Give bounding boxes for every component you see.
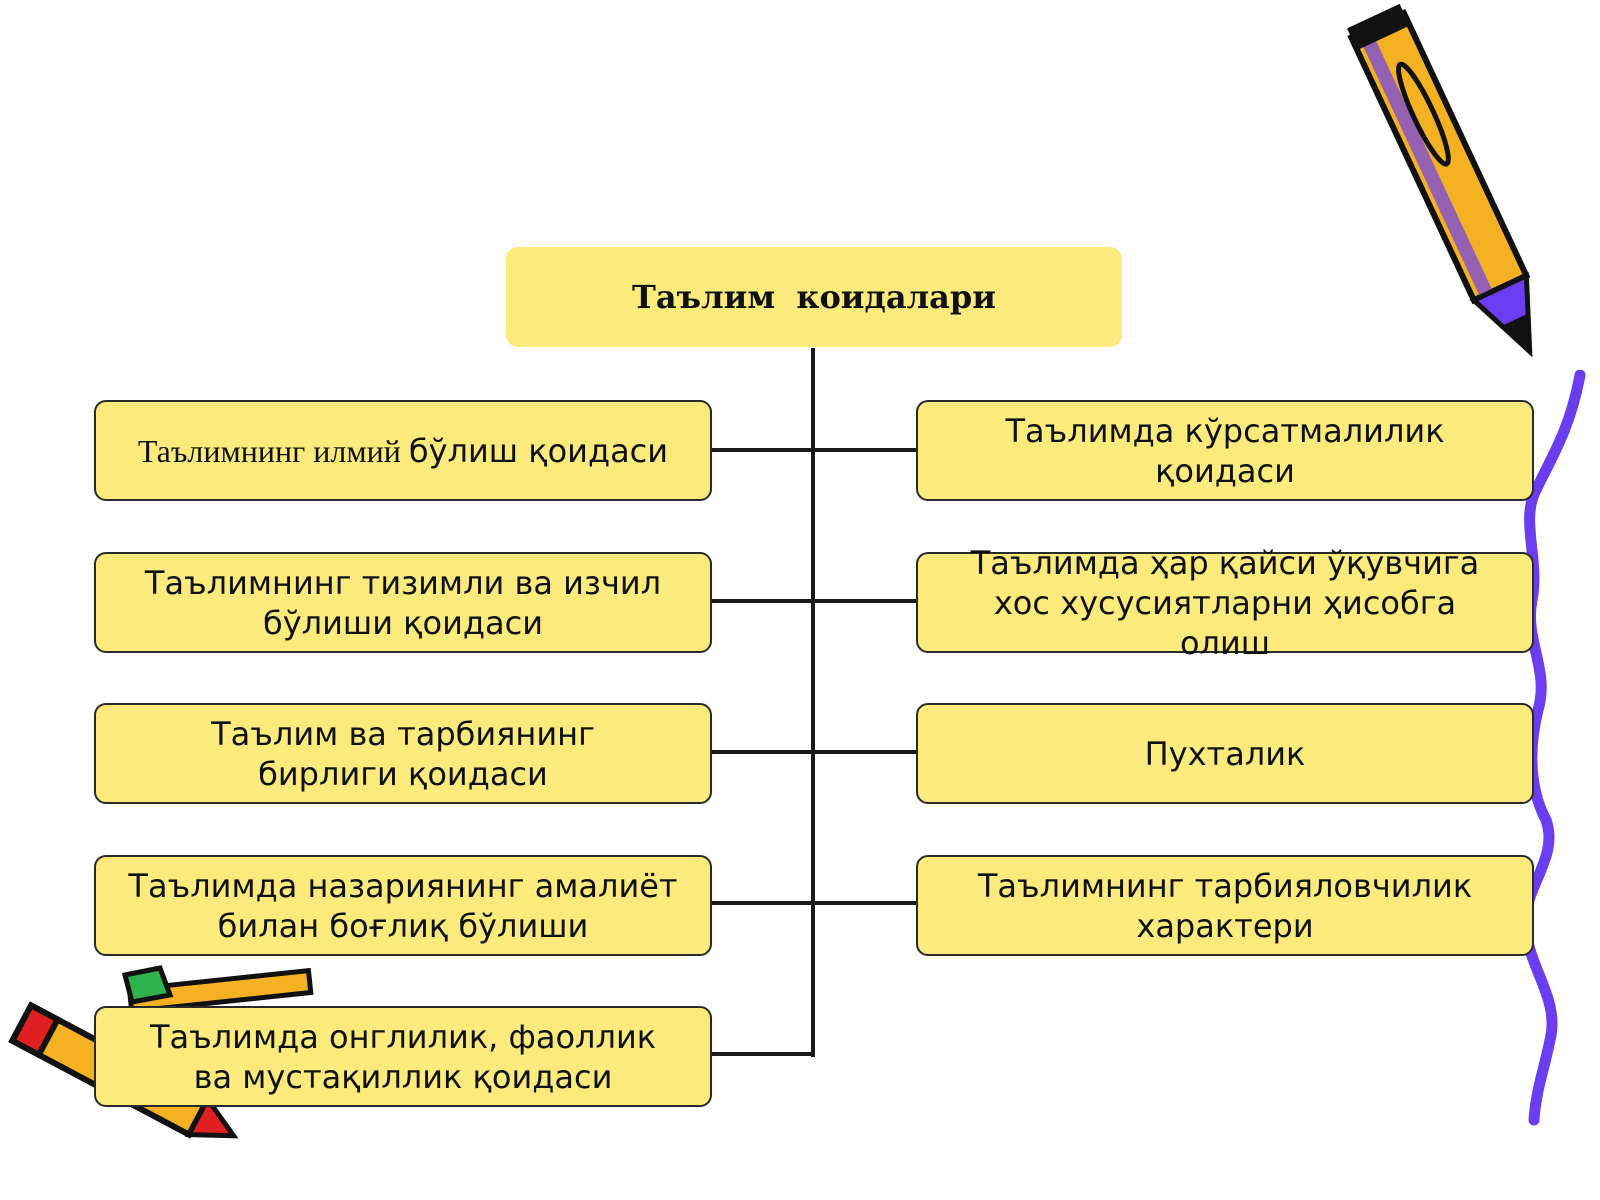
left-box-1: Таълимнинг илмий бўлиш қоидаси (94, 400, 712, 501)
left-box-1-serif-text: Таълимнинг илмий (137, 432, 409, 469)
right-box-2-text: Таълимда ҳар қайси ўқувчига хос хусусият… (970, 543, 1480, 662)
right-box-4: Таълимнинг тарбияловчилик характери (916, 855, 1534, 956)
right-box-3-text: Пухталик (1144, 734, 1306, 773)
left-box-3: Таълим ва тарбиянинг бирлиги қоидаси (94, 703, 712, 804)
diagram-title: Таълим коидалари (506, 247, 1122, 347)
right-box-3: Пухталик (916, 703, 1534, 804)
left-box-1-text: бўлиш қоидаси (408, 431, 669, 470)
left-box-4-text: Таълимда назариянинг амалиёт билан боғли… (128, 866, 678, 945)
right-box-1: Таълимда кўрсатмалилик қоидаси (916, 400, 1534, 501)
pencil-icon (1347, 3, 1533, 358)
left-box-2-text: Таълимнинг тизимли ва изчил бўлиши қоида… (144, 563, 662, 642)
left-box-4: Таълимда назариянинг амалиёт билан боғли… (94, 855, 712, 956)
right-box-4-text: Таълимнинг тарбияловчилик характери (977, 866, 1473, 945)
left-box-5: Таълимда онглилик, фаоллик ва мустақилли… (94, 1006, 712, 1107)
left-box-3-text: Таълим ва тарбиянинг бирлиги қоидаси (211, 714, 595, 793)
left-box-5-text: Таълимда онглилик, фаоллик ва мустақилли… (149, 1017, 657, 1096)
left-box-2: Таълимнинг тизимли ва изчил бўлиши қоида… (94, 552, 712, 653)
right-box-2: Таълимда ҳар қайси ўқувчига хос хусусият… (916, 544, 1534, 662)
right-box-1-text: Таълимда кўрсатмалилик қоидаси (1005, 411, 1445, 490)
